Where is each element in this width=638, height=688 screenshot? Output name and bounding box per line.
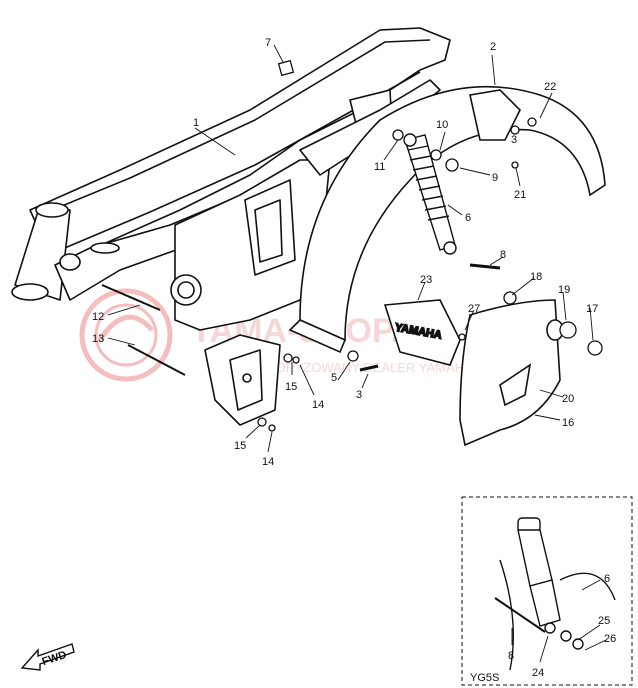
inset-label-part-26: 26	[604, 633, 616, 645]
inset-model-label: YG5S	[470, 672, 499, 684]
fwd-arrow-icon: FWD	[20, 643, 75, 671]
label-part-16: 16	[562, 417, 574, 429]
label-part-3-top: 3	[511, 134, 517, 146]
label-part-3-bottom: 3	[356, 389, 362, 401]
inset-yg5s: 6 8 24 25 26 YG5S	[461, 496, 633, 686]
watermark-logo-icon	[79, 288, 173, 382]
label-part-12: 12	[92, 311, 104, 323]
label-part-14-lower: 14	[262, 456, 274, 468]
label-part-18: 18	[530, 271, 542, 283]
label-part-15-lower: 15	[234, 440, 246, 452]
label-part-14-upper: 14	[312, 399, 324, 411]
label-part-9: 9	[492, 172, 498, 184]
label-part-13: 13	[92, 333, 104, 345]
label-part-23: 23	[420, 274, 432, 286]
label-part-6: 6	[465, 212, 471, 224]
inset-label-part-6: 6	[604, 573, 610, 585]
label-part-17: 17	[586, 303, 598, 315]
label-part-20: 20	[562, 393, 574, 405]
rear-side-cover	[459, 299, 564, 447]
label-part-22: 22	[544, 81, 556, 93]
label-part-10: 10	[436, 119, 448, 131]
label-part-7: 7	[265, 37, 271, 49]
label-part-5: 5	[331, 372, 337, 384]
inset-label-part-25: 25	[598, 615, 610, 627]
part-labels: 1 2 7 22 10 3 11 9 21 6 8 23 18 19 17 27…	[92, 37, 598, 468]
shock-absorber	[403, 133, 457, 255]
hardware	[101, 59, 603, 432]
side-emblem: YAMAHA	[383, 299, 461, 366]
fwd-label: FWD	[41, 649, 69, 668]
inset-label-part-8: 8	[508, 650, 514, 662]
label-part-8: 8	[500, 249, 506, 261]
label-part-21: 21	[514, 189, 526, 201]
label-part-19: 19	[558, 284, 570, 296]
label-part-15-upper: 15	[285, 381, 297, 393]
label-part-1: 1	[193, 117, 199, 129]
label-part-27: 27	[468, 303, 480, 315]
label-part-2: 2	[490, 41, 496, 53]
inset-label-part-24: 24	[532, 667, 544, 679]
label-part-11: 11	[374, 161, 385, 173]
rear-fender	[288, 85, 606, 354]
leader-lines	[107, 44, 594, 453]
